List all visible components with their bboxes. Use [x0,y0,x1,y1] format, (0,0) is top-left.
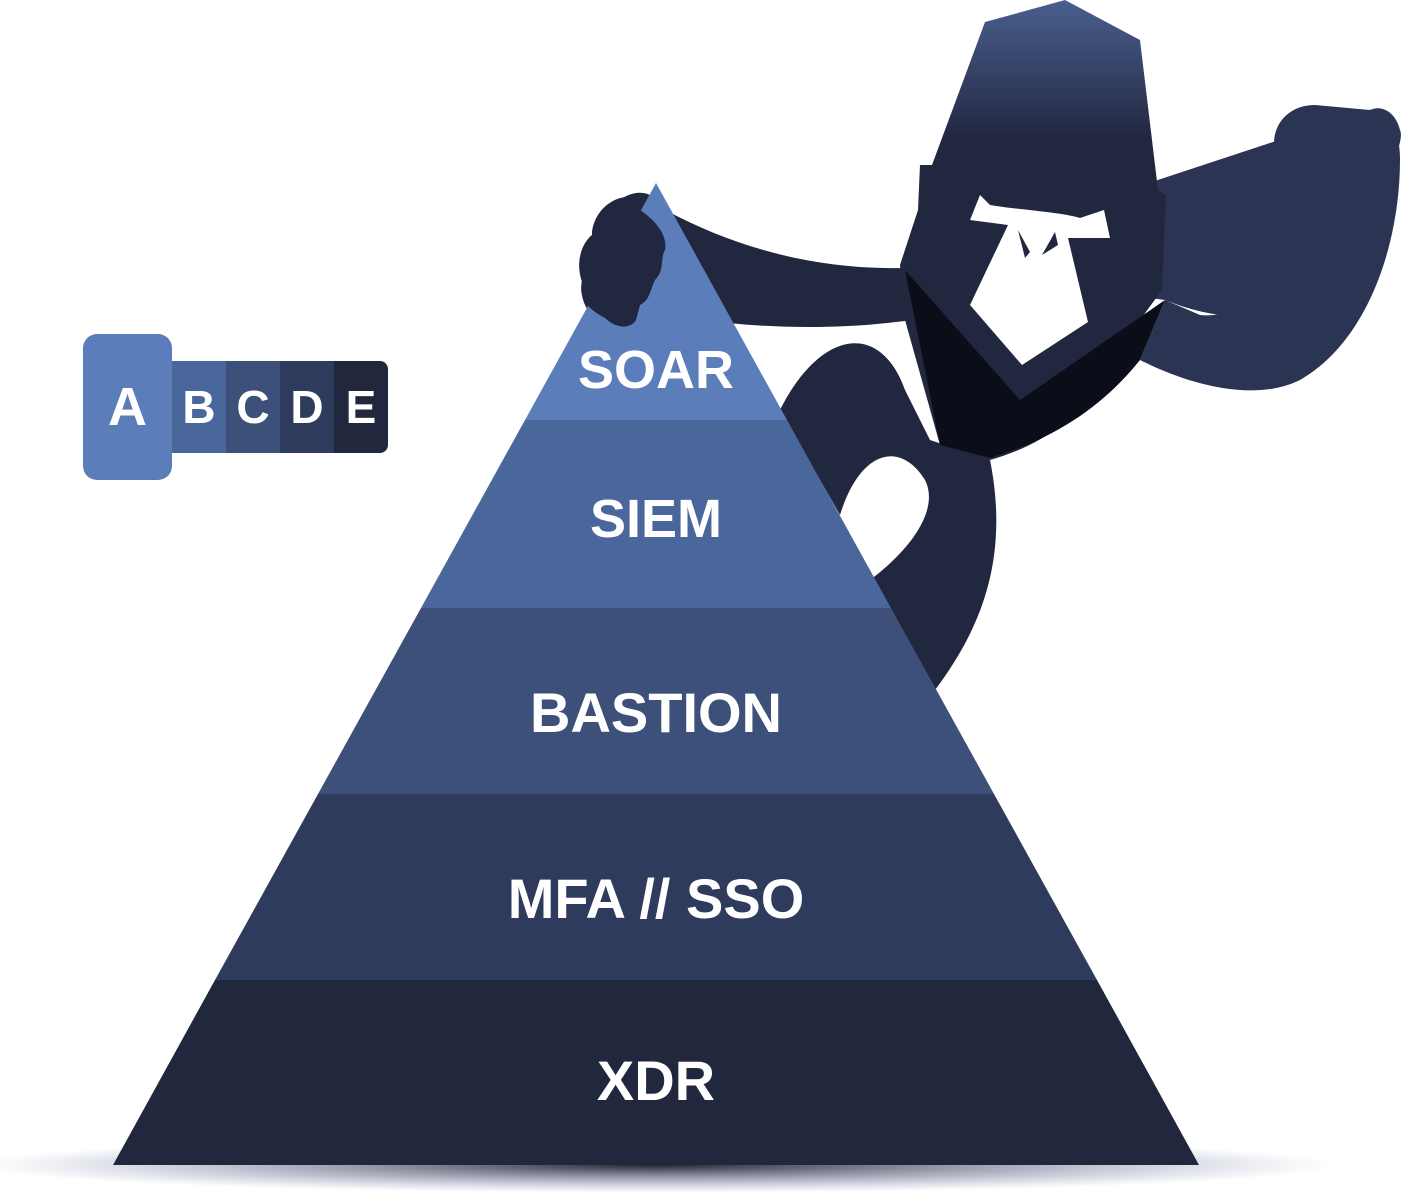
abcde-badge: A B C D E [83,334,389,480]
layer-label-xdr: XDR [597,1049,715,1112]
pyramid-layer-soar [525,183,787,420]
layer-label-siem: SIEM [590,489,722,549]
pyramid-layer-mfa-sso [215,794,1097,980]
pyramid-layer-xdr [113,980,1199,1165]
pyramid: SOAR SIEM BASTION MFA // SSO XDR [113,183,1199,1165]
pyramid-layer-bastion [318,608,994,794]
layer-label-mfa-sso: MFA // SSO [508,867,805,930]
badge-letter-c: C [226,361,280,453]
badge-letter-a: A [83,334,172,480]
badge-letter-e: E [334,361,388,453]
badge-letter-b: B [163,361,226,453]
badge-letter-d: D [280,361,334,453]
layer-label-bastion: BASTION [530,681,782,744]
pyramid-layer-siem [421,420,891,608]
gorilla-fist [579,197,666,327]
layer-label-soar: SOAR [578,340,734,400]
